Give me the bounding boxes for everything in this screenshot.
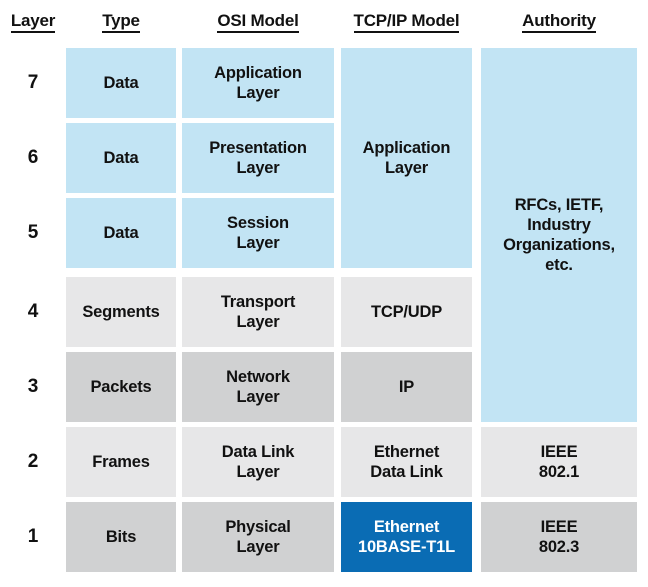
- tcpip-cell-tcp-udp-line1: TCP/UDP: [370, 302, 443, 321]
- tcpip-cell-ethernet-data-link-line2: Data Link: [370, 463, 443, 481]
- authority-cell-ieee-802-3-line1: IEEE: [540, 517, 578, 536]
- authority-cell-ieee-802-1-line1: IEEE: [540, 442, 578, 461]
- osi-cell-layer-1-line1: Physical: [225, 517, 291, 536]
- osi-cell-layer-2: Data Link Layer: [182, 427, 334, 497]
- authority-cell-ieee-802-1-line2: 802.1: [538, 463, 580, 481]
- layer-number-7: 7: [27, 72, 39, 93]
- column-header-type: Type: [66, 8, 176, 34]
- tcpip-cell-tcp-udp: TCP/UDP: [341, 277, 472, 347]
- authority-cell-ieee-802-1: IEEE 802.1: [481, 427, 637, 497]
- osi-cell-layer-4: Transport Layer: [182, 277, 334, 347]
- osi-cell-layer-5-line2: Layer: [236, 234, 280, 252]
- tcpip-cell-ip: IP: [341, 352, 472, 422]
- osi-cell-layer-4-line1: Transport: [220, 292, 296, 311]
- tcpip-cell-application-layer-line2: Layer: [384, 159, 428, 177]
- tcpip-cell-ethernet-data-link: Ethernet Data Link: [341, 427, 472, 497]
- authority-cell-rfcs-ietf-line2: Industry: [527, 215, 591, 234]
- layer-number-6: 6: [27, 147, 39, 168]
- osi-cell-layer-5: Session Layer: [182, 198, 334, 268]
- type-cell-layer-1: Bits: [66, 502, 176, 572]
- tcpip-cell-application-layer: Application Layer: [341, 48, 472, 268]
- osi-cell-layer-3: Network Layer: [182, 352, 334, 422]
- osi-cell-layer-5-line1: Session: [227, 213, 289, 232]
- osi-cell-layer-3-line2: Layer: [236, 388, 280, 406]
- column-header-osi-model: OSI Model: [182, 8, 334, 34]
- authority-cell-rfcs-ietf-line1: RFCs, IETF,: [514, 195, 604, 214]
- layer-number-4: 4: [27, 301, 39, 322]
- authority-cell-ieee-802-3: IEEE 802.3: [481, 502, 637, 572]
- column-header-authority-label: Authority: [522, 11, 596, 33]
- osi-cell-layer-4-line2: Layer: [236, 313, 280, 331]
- tcpip-cell-ethernet-10base-t1l-highlighted: Ethernet 10BASE-T1L: [341, 502, 472, 572]
- layer-number-5: 5: [27, 222, 39, 243]
- type-cell-layer-3: Packets: [66, 352, 176, 422]
- type-cell-layer-2: Frames: [66, 427, 176, 497]
- osi-cell-layer-2-line2: Layer: [236, 463, 280, 481]
- osi-cell-layer-6-line1: Presentation: [209, 138, 307, 157]
- type-cell-layer-7: Data: [66, 48, 176, 118]
- osi-cell-layer-2-line1: Data Link: [221, 442, 295, 461]
- column-header-osi-model-label: OSI Model: [217, 11, 299, 33]
- osi-cell-layer-6-line2: Layer: [236, 159, 280, 177]
- tcpip-cell-ethernet-10base-t1l-line1: Ethernet: [373, 517, 440, 536]
- type-cell-layer-6: Data: [66, 123, 176, 193]
- layer-number-2: 2: [27, 451, 39, 472]
- osi-cell-layer-7: Application Layer: [182, 48, 334, 118]
- tcpip-cell-application-layer-line1: Application: [362, 138, 451, 157]
- column-header-layer-label: Layer: [10, 11, 55, 33]
- osi-cell-layer-1-line2: Layer: [236, 538, 280, 556]
- column-header-tcpip-model: TCP/IP Model: [341, 8, 472, 34]
- authority-cell-rfcs-ietf-line3: Organizations,: [503, 236, 615, 254]
- tcpip-cell-ethernet-data-link-line1: Ethernet: [373, 442, 440, 461]
- column-header-type-label: Type: [102, 11, 140, 33]
- osi-cell-layer-7-line2: Layer: [236, 84, 280, 102]
- type-cell-layer-4: Segments: [66, 277, 176, 347]
- type-cell-layer-5: Data: [66, 198, 176, 268]
- column-header-layer: Layer: [0, 8, 66, 34]
- layer-number-3: 3: [27, 376, 39, 397]
- layer-number-1: 1: [27, 526, 39, 547]
- authority-cell-ieee-802-3-line2: 802.3: [538, 538, 580, 556]
- tcpip-cell-ip-line1: IP: [398, 377, 415, 396]
- tcpip-cell-ethernet-10base-t1l-line2: 10BASE-T1L: [357, 538, 456, 556]
- osi-cell-layer-7-line1: Application: [214, 63, 302, 82]
- osi-cell-layer-3-line1: Network: [226, 367, 290, 386]
- osi-cell-layer-1: Physical Layer: [182, 502, 334, 572]
- osi-cell-layer-6: Presentation Layer: [182, 123, 334, 193]
- authority-cell-rfcs-ietf: RFCs, IETF, Industry Organizations, etc.: [481, 48, 637, 422]
- column-header-authority: Authority: [481, 8, 637, 34]
- column-header-tcpip-model-label: TCP/IP Model: [353, 11, 460, 33]
- authority-cell-rfcs-ietf-line4: etc.: [545, 256, 573, 275]
